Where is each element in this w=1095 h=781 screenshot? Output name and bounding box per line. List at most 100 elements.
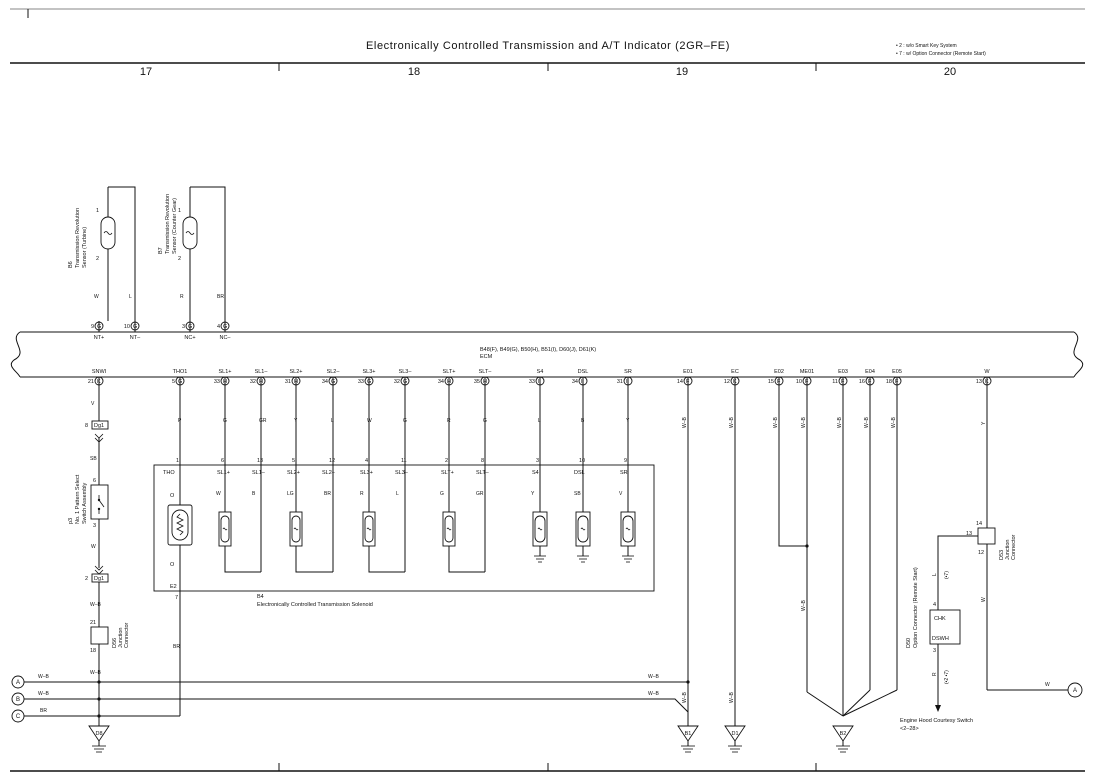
wire-color: W–B bbox=[648, 691, 660, 697]
ecm-pin-sl3: SL3+G33 bbox=[358, 369, 376, 386]
connector-letter: F bbox=[777, 379, 781, 385]
pin-number: 7 bbox=[175, 595, 178, 601]
wire-color: W bbox=[981, 597, 987, 602]
page-title: Electronically Controlled Transmission a… bbox=[366, 40, 730, 52]
component-code: D53 bbox=[999, 550, 1005, 560]
solenoid-terminal: SL1+ bbox=[217, 470, 230, 476]
component-name: Option Connector (Remote Start) bbox=[913, 567, 919, 648]
pin-number: 3 bbox=[536, 458, 539, 464]
wire-color: W–B bbox=[801, 600, 807, 612]
pin-number: 34 bbox=[438, 379, 444, 385]
wire-color: R bbox=[180, 294, 184, 300]
wire-color: W bbox=[216, 491, 221, 497]
wire-color: W bbox=[91, 544, 96, 550]
component-code: B7 bbox=[158, 247, 164, 254]
wire-color: (•2 •7) bbox=[944, 670, 950, 684]
pin-number: 13 bbox=[257, 458, 263, 464]
wire-color: BR bbox=[217, 294, 224, 300]
wire-color: W–B bbox=[682, 417, 688, 429]
sensor-b7: 1 2 R BR B7 Transmission Revolution Sens… bbox=[158, 186, 226, 321]
pin-number: 10 bbox=[579, 458, 585, 464]
pattern-select-switch: V Dg1 8 SB 6 3 p3 No. 1 Pattern Select S… bbox=[68, 386, 130, 726]
wire-color: R bbox=[932, 672, 938, 676]
pin-number: 33 bbox=[214, 379, 220, 385]
pin-signal: SLT+ bbox=[443, 369, 456, 375]
solenoid-o: O bbox=[170, 493, 175, 499]
connector-letter: K bbox=[97, 379, 101, 385]
wire-color: V bbox=[619, 491, 623, 497]
pin-number: 12 bbox=[978, 550, 984, 556]
ground-label: D8 bbox=[95, 731, 102, 737]
pin-number: 12 bbox=[329, 458, 335, 464]
pin-signal: NT– bbox=[130, 335, 141, 341]
connector-letter: F bbox=[868, 379, 872, 385]
pin-number: 6 bbox=[221, 458, 224, 464]
pin-number: 9 bbox=[624, 458, 627, 464]
pin-signal: SL1+ bbox=[219, 369, 232, 375]
connector-letter: I bbox=[538, 379, 540, 385]
pin-number: 1 bbox=[176, 458, 179, 464]
wire-color: B bbox=[252, 491, 256, 497]
connector-letter: F bbox=[686, 379, 690, 385]
ground-label: B2 bbox=[840, 731, 847, 737]
connector-code: Dg1 bbox=[94, 423, 104, 429]
pin-signal: E02 bbox=[774, 369, 784, 375]
solenoid-terminal: SL2– bbox=[322, 470, 336, 476]
pin-signal: W bbox=[984, 369, 990, 375]
wire-color: BR bbox=[40, 708, 47, 714]
pin-number: 9 bbox=[91, 324, 94, 330]
note-1: • 2 : w/o Smart Key System bbox=[896, 43, 957, 49]
option-dswh: DSWH bbox=[932, 636, 949, 642]
pin-signal: E04 bbox=[865, 369, 875, 375]
pin-number: 32 bbox=[394, 379, 400, 385]
pin-number: 4 bbox=[933, 602, 936, 608]
pin-number: 12 bbox=[724, 379, 730, 385]
component-name: Switch Assembly bbox=[82, 482, 88, 524]
pin-number: 35 bbox=[474, 379, 480, 385]
wire-color: W–B bbox=[837, 417, 843, 429]
component-name: Sensor (Counter Gear) bbox=[172, 198, 178, 254]
pin-number: 2 bbox=[96, 256, 99, 262]
pin-number: 8 bbox=[85, 423, 88, 429]
connector-letter: H bbox=[259, 379, 263, 385]
connector-letter: I bbox=[626, 379, 628, 385]
wire-color: (•7) bbox=[944, 571, 950, 579]
pin-signal: SR bbox=[624, 369, 632, 375]
option-chk: CHK bbox=[934, 616, 946, 622]
connector-letter: G bbox=[133, 324, 137, 330]
ecm-pin-sl2: SL2+H31 bbox=[285, 369, 303, 386]
solenoid-tho: THO bbox=[163, 470, 175, 476]
wire-color: W–B bbox=[891, 417, 897, 429]
ecm-name: ECM bbox=[480, 354, 493, 360]
connector-letter: G bbox=[403, 379, 407, 385]
wire-color: LG bbox=[287, 491, 294, 497]
solenoid-terminal: S4 bbox=[532, 470, 539, 476]
connector-letter: G bbox=[188, 324, 192, 330]
pin-number: 4 bbox=[365, 458, 368, 464]
pin-signal: EC bbox=[731, 369, 739, 375]
component-code: D56 bbox=[112, 638, 118, 648]
pin-number: 1 bbox=[178, 208, 181, 214]
solenoid-terminal: SL2+ bbox=[287, 470, 300, 476]
component-code: p3 bbox=[68, 518, 74, 524]
ground-b1: B1 bbox=[677, 725, 699, 753]
pin-signal: NT+ bbox=[94, 335, 105, 341]
w-circuit: Y 14 13 12 D53 Junction Connector W W A … bbox=[900, 386, 1083, 732]
component-name: Junction bbox=[1005, 540, 1011, 561]
ground-label: B1 bbox=[685, 731, 692, 737]
ground-d8: D8 bbox=[88, 725, 110, 753]
note-2: • 7 : w/ Option Connector (Remote Start) bbox=[896, 51, 986, 57]
ground-label: D1 bbox=[731, 731, 738, 737]
pin-signal: ME01 bbox=[800, 369, 814, 375]
solenoid-channels: P1G6GR13Y5L12W4G11R2G8L3B10Y9SL1+SL1–SL2… bbox=[176, 386, 636, 573]
pin-number: 18 bbox=[886, 379, 892, 385]
bus-lines: A W–B W–B B W–B W–B C BR bbox=[11, 674, 690, 723]
